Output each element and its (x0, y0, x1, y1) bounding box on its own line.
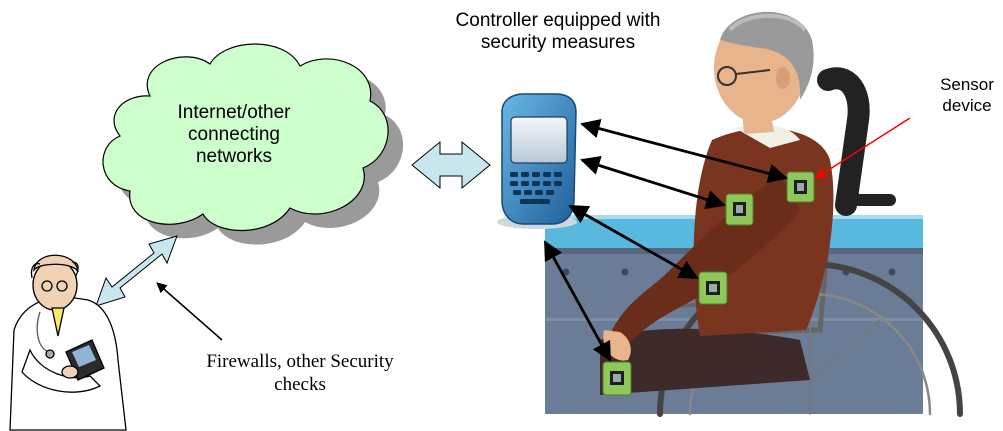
sensor-chip-elbow (698, 271, 728, 305)
cloud-label-line-2: connecting (188, 124, 280, 145)
doctor-link-arrow (95, 235, 178, 307)
doctor-figure (9, 254, 127, 431)
firewall-label: Firewalls, other Security checks (185, 350, 415, 396)
sensor-chip-shoulder (786, 171, 815, 203)
controller-phone (497, 93, 577, 229)
link-elbow (568, 204, 699, 280)
firewall-label-line-1: Firewalls, other Security (206, 351, 394, 372)
controller-label-line-2: security measures (480, 32, 636, 53)
firewall-pointer-arrow (156, 282, 223, 341)
firewall-label-line-2: checks (274, 374, 326, 395)
cloud-label-line-3: networks (195, 146, 273, 167)
sensor-label-line-2: device (942, 96, 992, 115)
cloud-label-line-1: Internet/other (177, 102, 291, 123)
link-shoulder (580, 119, 788, 183)
sensor-chip-hand (602, 361, 632, 396)
sensor-links (543, 119, 788, 362)
sensor-label-line-1: Sensor (940, 75, 994, 94)
controller-label-line-1: Controller equipped with (455, 10, 661, 31)
cloud-label: Internet/other connecting networks (150, 102, 318, 168)
controller-label: Controller equipped with security measur… (408, 10, 708, 54)
network-link-arrow (411, 140, 491, 190)
link-hand (543, 240, 612, 362)
cloud-shape (102, 43, 389, 232)
sensor-chip-upper-arm (725, 193, 754, 226)
sensor-pointer-arrow (815, 117, 911, 179)
sensor-label: Sensor device (930, 74, 1003, 116)
link-upper-arm (580, 155, 726, 210)
